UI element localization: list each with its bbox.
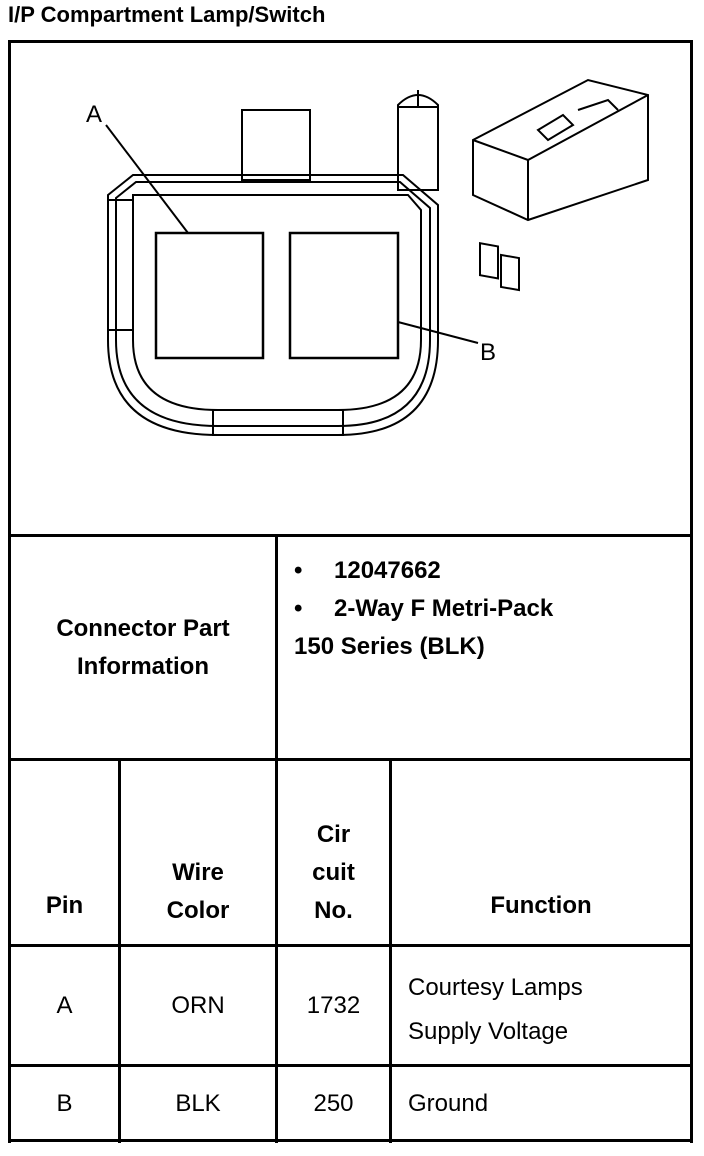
part-number: 12047662 (334, 557, 441, 584)
row-b-pin: B (56, 1090, 73, 1117)
row-a-circuit: 1732 (306, 992, 361, 1019)
row-a-function: Courtesy Lamps Supply Voltage (408, 974, 583, 1045)
row-b-function: Ground (408, 1090, 489, 1117)
connector-info-label: Connector Part Information (56, 614, 230, 680)
connector-series: 150 Series (BLK) (294, 633, 485, 660)
row-a-wire-color: ORN (171, 992, 225, 1019)
header-pin: Pin (45, 892, 84, 919)
connector-frame: A B Connector Part Information •12047662… (8, 40, 693, 1143)
row-a-pin: A (56, 992, 73, 1019)
label-a: A (86, 101, 102, 128)
header-wire-color: Wire Color (166, 859, 230, 924)
connector-description: 2-Way F Metri-Pack (334, 595, 554, 622)
row-b-circuit: 250 (313, 1090, 354, 1117)
header-circuit: Cir cuit No. (312, 821, 355, 924)
row-b-wire-color: BLK (175, 1090, 221, 1117)
header-function: Function (490, 892, 592, 919)
label-b: B (480, 339, 496, 366)
connector-info-values: •12047662 •2-Way F Metri-Pack 150 Series… (294, 552, 553, 666)
connector-diagram: A B (86, 78, 649, 436)
page-title: I/P Compartment Lamp/Switch (8, 2, 326, 27)
